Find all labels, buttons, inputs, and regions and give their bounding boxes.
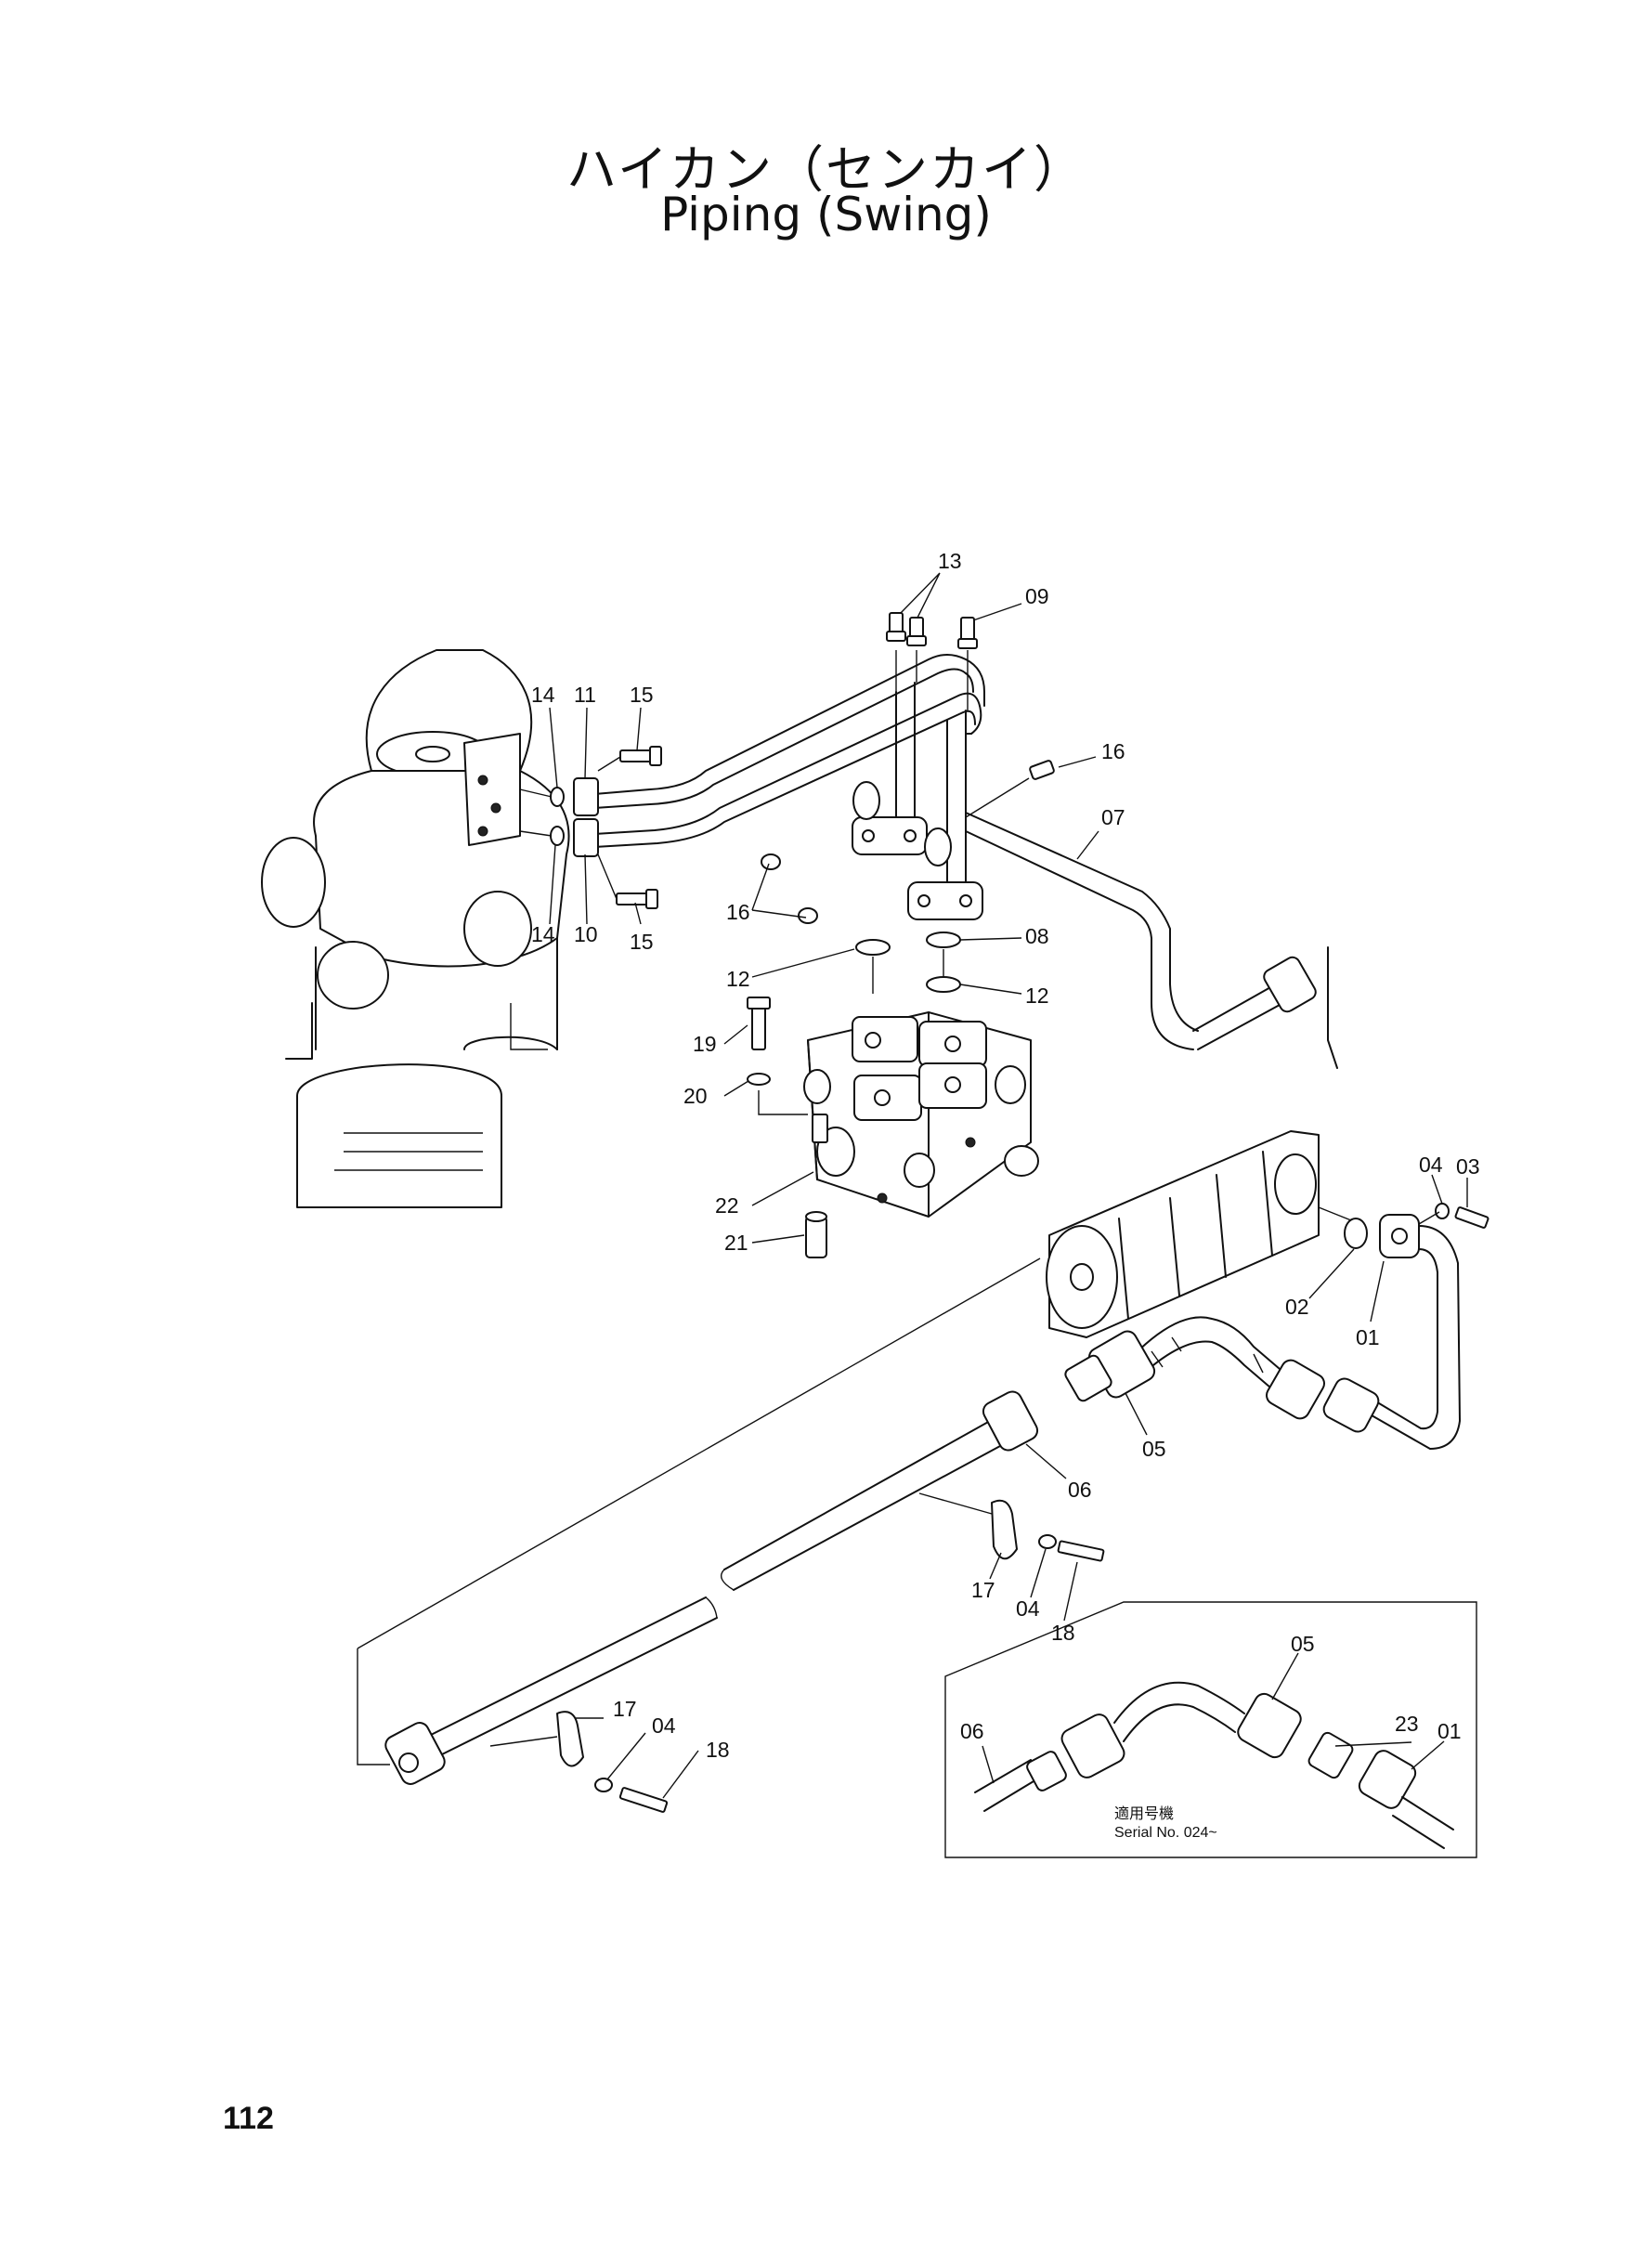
pipe-01-assembly [1322, 1203, 1489, 1450]
callout-18-upper: 18 [1051, 1621, 1075, 1645]
pipe-bolts-13-09 [886, 612, 978, 710]
callout-03: 03 [1456, 1154, 1480, 1179]
callout-14-top: 14 [531, 683, 555, 707]
callout-04-middle: 04 [1016, 1596, 1040, 1621]
callout-05-inset: 05 [1291, 1632, 1315, 1656]
callout-12-right: 12 [1025, 984, 1049, 1008]
callout-19: 19 [693, 1032, 717, 1056]
pipe-07 [965, 812, 1338, 1069]
callout-06-inset: 06 [960, 1719, 984, 1743]
pipe-pair-10-11 [519, 654, 985, 857]
swing-motor-housing [261, 649, 570, 1208]
callout-13: 13 [938, 549, 962, 573]
pipe-clamps [489, 1492, 1105, 1813]
callout-06: 06 [1068, 1478, 1092, 1502]
callout-09: 09 [1025, 584, 1049, 608]
page-title-japanese: ハイカン（センカイ） [566, 140, 1086, 199]
inset-detail-box: 適用号機 Serial No. 024~ [944, 1601, 1477, 1858]
callout-22: 22 [715, 1193, 739, 1218]
page-title-english: Piping (Swing) [660, 188, 992, 241]
leader-lines [549, 572, 1468, 1799]
valve-mounting-hardware [747, 997, 828, 1258]
flange-bolts-15 [597, 746, 662, 909]
callout-15-bottom: 15 [630, 930, 654, 954]
plugs-16 [761, 760, 1055, 924]
callout-01: 01 [1356, 1325, 1380, 1349]
callout-07: 07 [1101, 805, 1125, 829]
page-number: 112 [223, 2101, 274, 2136]
callout-14-bottom: 14 [531, 922, 555, 946]
callout-21: 21 [724, 1231, 748, 1255]
vertical-pipe-drops [852, 682, 983, 920]
callout-20: 20 [683, 1084, 708, 1108]
callout-10: 10 [574, 922, 598, 946]
callout-04-lower: 04 [652, 1713, 676, 1738]
swing-control-valve [803, 1011, 1039, 1218]
pipe-06 [357, 1257, 1041, 1785]
inset-applicable-label: 適用号機 [1114, 1805, 1174, 1822]
callout-05: 05 [1142, 1437, 1166, 1461]
callout-labels: 13 09 14 11 15 16 07 14 10 15 16 08 12 1… [531, 549, 1480, 1762]
callout-17-upper: 17 [971, 1578, 995, 1602]
callout-16-left: 16 [726, 900, 750, 924]
callout-04-top: 04 [1419, 1153, 1443, 1177]
callout-18-lower: 18 [706, 1738, 730, 1762]
callout-01-inset: 01 [1437, 1719, 1462, 1743]
hydraulic-pump [1046, 1130, 1366, 1338]
callout-11: 11 [574, 683, 596, 707]
callout-23-inset: 23 [1395, 1712, 1419, 1736]
callout-15-top: 15 [630, 683, 654, 707]
callout-16-right: 16 [1101, 739, 1125, 763]
hose-05 [1064, 1316, 1325, 1420]
callout-17-lower: 17 [613, 1697, 637, 1721]
o-rings [855, 932, 961, 994]
callout-02: 02 [1285, 1295, 1309, 1319]
inset-serial-label: Serial No. 024~ [1114, 1825, 1217, 1841]
callout-12-left: 12 [726, 967, 750, 991]
callout-08: 08 [1025, 924, 1049, 948]
